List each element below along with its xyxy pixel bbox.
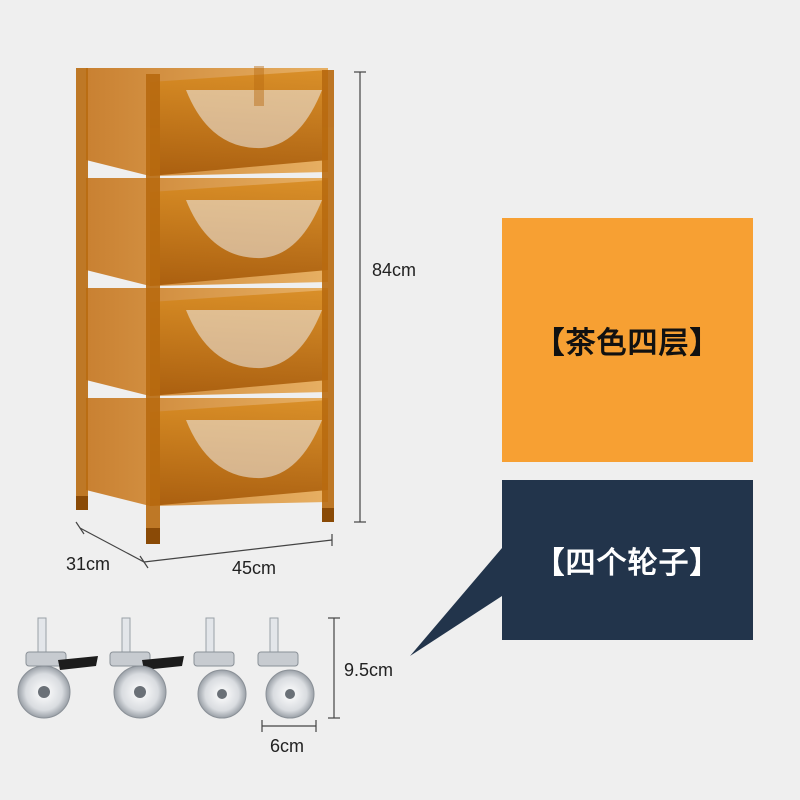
wheel-width-dimension-line: [261, 720, 317, 732]
wheel-height-label: 9.5cm: [344, 660, 394, 680]
callout-pointer: [410, 548, 502, 656]
depth-label: 31cm: [66, 554, 111, 574]
rack-tier-2: [86, 178, 328, 286]
variant-label: 【茶色四层】: [534, 326, 721, 361]
rack-posts: [76, 66, 334, 542]
rack-tier-3: [86, 288, 328, 396]
wheels-label: 【四个轮子】: [534, 546, 721, 581]
wheel-width-label: 6cm: [270, 736, 305, 756]
variant-panel: 【茶色四层】: [502, 218, 753, 462]
width-dimension-line: [143, 534, 333, 563]
rack-feet: [76, 496, 334, 544]
height-dimension-line: [354, 71, 366, 523]
rack-tier-1: [86, 68, 328, 176]
caster-1: [17, 617, 98, 719]
caster-2: [109, 617, 184, 719]
caster-3: [193, 617, 247, 719]
wheels-panel: 【四个轮子】: [502, 480, 753, 640]
rack-tier-4: [86, 398, 328, 506]
caster-4: [257, 617, 315, 719]
height-label: 84cm: [372, 260, 417, 280]
width-label: 45cm: [232, 558, 277, 578]
wheel-height-dimension-line: [328, 617, 340, 719]
